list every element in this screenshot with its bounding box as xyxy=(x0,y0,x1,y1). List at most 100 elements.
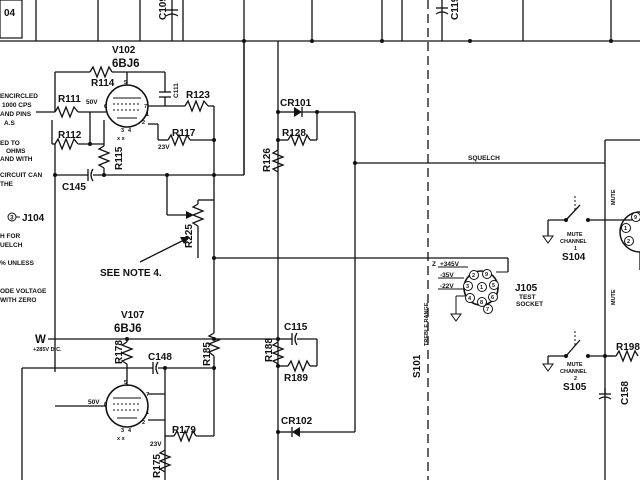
s105-caption: 2 xyxy=(574,376,577,382)
title-block-edge xyxy=(0,0,23,39)
s105-caption: CHANNEL xyxy=(560,369,588,375)
r126-label: R126 xyxy=(262,148,273,172)
pin-6: 6 xyxy=(104,104,107,110)
cr101-label: CR101 xyxy=(280,98,312,109)
socket-pin xyxy=(483,304,493,314)
junction-dot xyxy=(212,138,216,142)
j105-test-socket: Z +345V -35V -22V 2 9 3 1 5 4 8 6 7 J105… xyxy=(432,258,543,322)
r117-label: R117 xyxy=(172,128,196,139)
note-arrowhead xyxy=(180,237,190,244)
socket-pin-label: 8 xyxy=(480,300,483,306)
edge-socket-pin xyxy=(631,212,640,222)
socket-pin xyxy=(482,269,492,279)
junction-dot xyxy=(468,39,472,43)
r225-resistor xyxy=(191,203,205,227)
note-line: 1000 CPS xyxy=(2,102,32,109)
r179-resistor xyxy=(173,429,197,443)
j105-caption: TEST xyxy=(519,294,536,301)
c111-label: C111 xyxy=(173,83,180,98)
c158-label: C158 xyxy=(620,381,631,405)
ground-symbol xyxy=(450,313,462,322)
junction-dot xyxy=(212,256,216,260)
j105-label: J105 xyxy=(515,283,538,294)
note-line: ENCIRCLED xyxy=(0,93,38,100)
socket-pin xyxy=(489,280,499,290)
socket-pin xyxy=(477,297,487,307)
edge-socket-pin xyxy=(621,223,631,233)
v102-cathode-voltage: 23V xyxy=(158,144,170,151)
edge-pin-digit: 2 xyxy=(627,239,630,245)
s105-label: S105 xyxy=(563,382,587,393)
pin-4: 4 xyxy=(128,128,132,134)
pin-3: 3 xyxy=(121,128,124,134)
pin-1: 1 xyxy=(146,112,149,118)
socket-pin-label: 5 xyxy=(492,283,495,289)
note-line: UELCH xyxy=(0,242,23,249)
socket-pin-label: 9 xyxy=(485,272,488,278)
r128-label: R128 xyxy=(282,128,306,139)
r185-label: R185 xyxy=(202,342,213,366)
w-voltage: +285V D.C. xyxy=(33,347,62,353)
edge-socket xyxy=(619,211,640,253)
c115-label: C115 xyxy=(284,322,308,333)
note-line: ODE VOLTAGE xyxy=(0,288,47,295)
socket-pin-label: 1 xyxy=(480,285,483,291)
pin-7: 7 xyxy=(144,104,147,110)
r198-label: R198 xyxy=(616,342,640,353)
socket-pin-label: 7 xyxy=(486,307,489,313)
ground-symbol xyxy=(542,235,554,244)
edge-pin-digit: 1 xyxy=(624,226,627,232)
c115-plate xyxy=(294,332,298,346)
j104-terminal-digit: 3 xyxy=(10,215,14,222)
junction-dot xyxy=(88,142,92,146)
r112-resistor xyxy=(54,137,79,151)
r175-label: R175 xyxy=(152,454,163,478)
pin-5: 5 xyxy=(124,380,127,386)
squelch-label: SQUELCH xyxy=(468,155,500,162)
junction-dot xyxy=(163,366,167,370)
c119-label: C119 xyxy=(450,0,461,20)
s104-caption: MUTE xyxy=(567,232,583,238)
r112-label: R112 xyxy=(58,130,82,141)
socket-pin-label: 6 xyxy=(491,295,494,301)
c158-plate xyxy=(598,396,612,400)
mute-side-label: MUTE xyxy=(611,289,617,305)
socket-pin xyxy=(465,293,475,303)
pin-1: 1 xyxy=(146,410,149,416)
v107-ref: V107 xyxy=(121,310,145,321)
note-line: OHMS xyxy=(6,148,26,155)
note-arrow xyxy=(139,239,185,263)
note-line: WITH ZERO xyxy=(0,297,36,304)
r189-label: R189 xyxy=(284,373,308,384)
s104-caption: CHANNEL xyxy=(560,239,588,245)
pin-2: 2 xyxy=(142,420,145,426)
junction-dot xyxy=(310,39,314,43)
junction-dot xyxy=(609,39,613,43)
socket-pin-label: 4 xyxy=(468,296,472,302)
c145-plate xyxy=(90,168,94,182)
s105-caption: MUTE xyxy=(567,362,583,368)
s105-blade xyxy=(565,339,581,357)
coupling-section: C115 R188 R189 CR102 xyxy=(264,322,355,437)
s104-caption: 1 xyxy=(574,246,577,252)
v107-cathode-voltage: 23V xyxy=(150,441,162,448)
pin-z-label: Z xyxy=(432,261,436,268)
s101-label: S101 xyxy=(412,354,423,378)
r188-resistor xyxy=(271,341,285,365)
c119-plate xyxy=(435,11,449,15)
voltage-label-35: -35V xyxy=(440,272,454,279)
mute-side-label: MUTE xyxy=(611,189,617,205)
pin-5: 5 xyxy=(124,80,127,86)
filament-x: x x xyxy=(117,136,126,142)
c109-plate xyxy=(165,13,179,17)
v102-ref: V102 xyxy=(112,45,136,56)
socket-pin xyxy=(463,281,473,291)
pin-2: 2 xyxy=(142,120,145,126)
c148-label: C148 xyxy=(148,352,172,363)
r198-resistor xyxy=(615,349,639,363)
treble-range-label: TREBLE RANGE xyxy=(424,302,430,346)
note-line: AND WITH xyxy=(0,156,33,163)
j104-label: J104 xyxy=(22,213,45,224)
notes-column: 04 ENCIRCLED 1000 CPS AND PINS A.S ED TO… xyxy=(0,0,47,304)
c148-plate xyxy=(155,361,159,375)
